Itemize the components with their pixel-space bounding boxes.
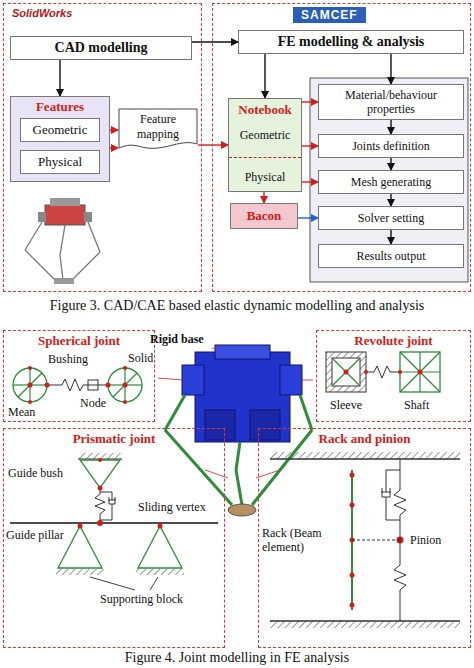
part-label: Node	[80, 396, 110, 410]
process-box: Joints definition	[318, 134, 464, 158]
part-label: Shaft	[404, 398, 444, 412]
part-label: Guide bush	[8, 466, 70, 480]
flow-arrow	[390, 230, 391, 244]
process-box: Physical	[20, 150, 100, 174]
node-label: Bacon	[247, 208, 282, 224]
process-box: Solver setting	[318, 206, 464, 230]
part-label: Solid	[128, 351, 158, 365]
heading: Spherical joint	[4, 333, 154, 349]
flow-arrow	[390, 194, 391, 206]
figure-caption: Figure 4. Joint modelling in FE analysis	[0, 650, 474, 666]
part-label: Mean	[8, 405, 42, 419]
steps-container	[310, 78, 468, 282]
flow-arrow	[264, 54, 265, 98]
part-label: Rack (Beam element)	[262, 526, 346, 554]
node-label: Physical	[229, 157, 301, 185]
logo-text: SolidWorks	[12, 7, 72, 19]
node-label: Geometric	[240, 118, 291, 157]
figure-caption: Figure 3. CAD/CAE based elastic dynamic …	[0, 298, 474, 314]
flow-arrow	[302, 101, 318, 102]
node-label: Mesh generating	[351, 175, 431, 190]
node-label: Results output	[356, 249, 425, 264]
part-label: Bushing	[48, 352, 98, 366]
group-panel: SAMCEF FE modelling & analysisNotebookGeo…	[212, 3, 471, 292]
document-shape: Feature mapping	[118, 108, 198, 152]
process-box: Bacon	[230, 203, 298, 229]
revolute-joint-sketch	[326, 352, 440, 392]
node-label: CAD modelling	[55, 40, 148, 56]
flow-arrow	[390, 54, 391, 84]
node-label: Solver setting	[358, 211, 424, 226]
process-box: Geometric	[20, 118, 100, 142]
heading: Prismatic joint	[4, 431, 224, 447]
part-label: Sleeve	[330, 398, 370, 412]
process-box: Results output	[318, 244, 464, 268]
process-box: FE modelling & analysis	[238, 30, 464, 54]
node-label: Geometric	[33, 122, 88, 138]
heading: Features	[11, 99, 109, 115]
process-box: FeaturesGeometricPhysical	[10, 96, 110, 182]
spherical-joint-sketch	[13, 366, 142, 404]
group-panel: SolidWorksCAD modellingFeaturesGeometric…	[3, 3, 202, 292]
flow-arrow	[198, 144, 228, 145]
node-label: Physical	[38, 154, 82, 170]
heading: Rack and pinion	[259, 431, 470, 447]
flow-arrow	[390, 120, 391, 134]
part-label: Supporting block	[100, 592, 210, 606]
flow-arrow	[263, 192, 264, 203]
part-label: Rigid base	[150, 332, 220, 346]
node-label: Feature mapping	[122, 112, 194, 142]
flow-arrow	[302, 145, 318, 146]
node-label: Joints definition	[352, 139, 430, 154]
part-label: Pinion	[410, 533, 454, 547]
part-label: Guide pillar	[6, 528, 70, 542]
flow-arrow	[302, 181, 318, 182]
process-box: CAD modelling	[10, 36, 192, 60]
process-box: NotebookGeometricPhysical	[228, 98, 302, 192]
process-box: Mesh generating	[318, 170, 464, 194]
logo-text: SAMCEF	[293, 7, 366, 23]
part-label: Sliding vertex	[138, 500, 218, 514]
flow-arrow	[390, 158, 391, 170]
heading: Revolute joint	[317, 333, 470, 349]
process-box: Material/behaviour properties	[318, 84, 464, 120]
flow-arrow	[59, 60, 60, 96]
flow-arrow	[192, 41, 238, 42]
flow-arrow	[298, 217, 318, 218]
node-label: Material/behaviour properties	[323, 88, 459, 116]
robot-sketch	[25, 198, 100, 284]
node-label: FE modelling & analysis	[278, 34, 425, 50]
delta-robot	[165, 345, 312, 516]
heading: Notebook	[238, 99, 291, 118]
